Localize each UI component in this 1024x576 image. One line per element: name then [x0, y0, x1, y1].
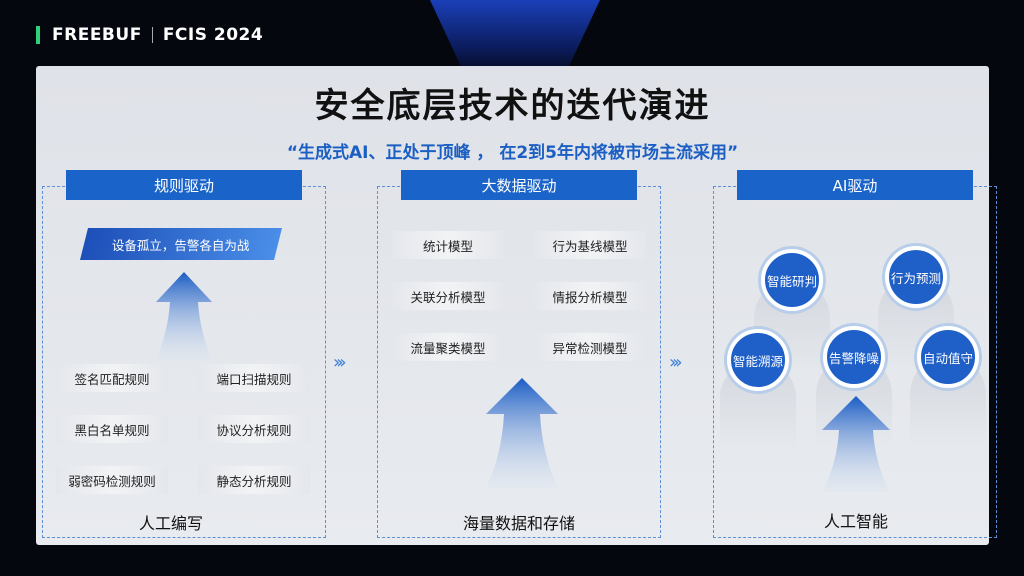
bigdata-footer: 海量数据和存储 — [444, 510, 594, 534]
logo-divider — [152, 27, 153, 43]
rule-item: 协议分析规则 — [198, 415, 310, 443]
bigdata-item: 流量聚类模型 — [392, 333, 504, 361]
ai-capability-circle: 智能溯源 — [727, 329, 789, 391]
bigdata-item: 异常检测模型 — [534, 333, 646, 361]
slide-title: 安全底层技术的迭代演进 — [36, 78, 989, 127]
bigdata-item: 关联分析模型 — [392, 282, 504, 310]
ai-up-arrow-icon — [820, 396, 892, 492]
ai-footer: 人工智能 — [781, 508, 931, 532]
slide-subtitle: “生成式AI、正处于顶峰 ， 在2到5年内将被市场主流采用” — [36, 138, 989, 163]
bigdata-item: 行为基线模型 — [534, 231, 646, 259]
bigdata-item: 统计模型 — [392, 231, 504, 259]
header-logo: FREEBUF FCIS 2024 — [36, 22, 263, 48]
ai-capability-circle: 告警降噪 — [823, 326, 885, 388]
column-heading-ai: AI驱动 — [737, 170, 973, 200]
rule-banner-text: 设备孤立，告警各自为战 — [112, 235, 250, 254]
slide-panel: 安全底层技术的迭代演进 “生成式AI、正处于顶峰 ， 在2到5年内将被市场主流采… — [36, 66, 989, 545]
bigdata-item: 情报分析模型 — [534, 282, 646, 310]
ai-capability-circle: 自动值守 — [917, 326, 979, 388]
rule-banner: 设备孤立，告警各自为战 — [80, 228, 282, 260]
rule-item: 弱密码检测规则 — [56, 466, 168, 494]
rule-item: 签名匹配规则 — [56, 364, 168, 392]
rule-item: 黑白名单规则 — [56, 415, 168, 443]
rule-footer: 人工编写 — [96, 510, 246, 534]
bigdata-up-arrow-icon — [484, 378, 560, 488]
column-heading-bigdata: 大数据驱动 — [401, 170, 637, 200]
event-name: FCIS 2024 — [163, 25, 263, 45]
rule-item: 静态分析规则 — [198, 466, 310, 494]
brand-mark-icon — [36, 26, 40, 44]
right-chevron-icon: ››› — [333, 352, 343, 373]
rule-up-arrow-icon — [154, 272, 214, 360]
ai-capability-circle: 智能研判 — [761, 249, 823, 311]
right-chevron-icon: ››› — [669, 352, 679, 373]
column-heading-rule: 规则驱动 — [66, 170, 302, 200]
ai-capability-circle: 行为预测 — [885, 246, 947, 308]
rule-item: 端口扫描规则 — [198, 364, 310, 392]
brand-name: FREEBUF — [52, 25, 142, 45]
